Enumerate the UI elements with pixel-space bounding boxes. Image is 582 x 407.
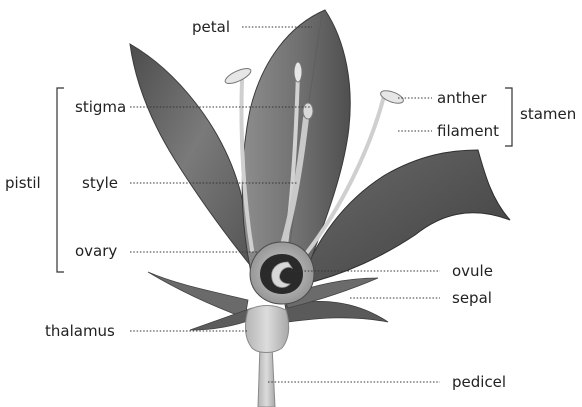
- pedicel-shape: [258, 345, 275, 407]
- label-thalamus: thalamus: [45, 324, 115, 339]
- label-anther: anther: [437, 91, 486, 106]
- label-ovary: ovary: [75, 244, 117, 259]
- ovary-chamber: [260, 254, 303, 294]
- anther-left-shape: [223, 66, 253, 87]
- label-pedicel: pedicel: [452, 375, 506, 390]
- stigma-shape: [303, 103, 313, 119]
- label-pistil: pistil: [5, 176, 41, 191]
- label-stigma: stigma: [75, 100, 126, 115]
- anther-center-shape: [294, 62, 302, 82]
- sepal-left-shape: [148, 272, 248, 318]
- thalamus-shape: [245, 306, 288, 353]
- label-ovule: ovule: [452, 264, 493, 279]
- label-petal: petal: [192, 20, 230, 35]
- pistil-bracket: [57, 88, 64, 272]
- label-style: style: [82, 176, 118, 191]
- label-stamen: stamen: [520, 107, 576, 122]
- stamen-bracket: [505, 88, 512, 146]
- label-filament: filament: [437, 124, 499, 139]
- label-sepal: sepal: [452, 291, 492, 306]
